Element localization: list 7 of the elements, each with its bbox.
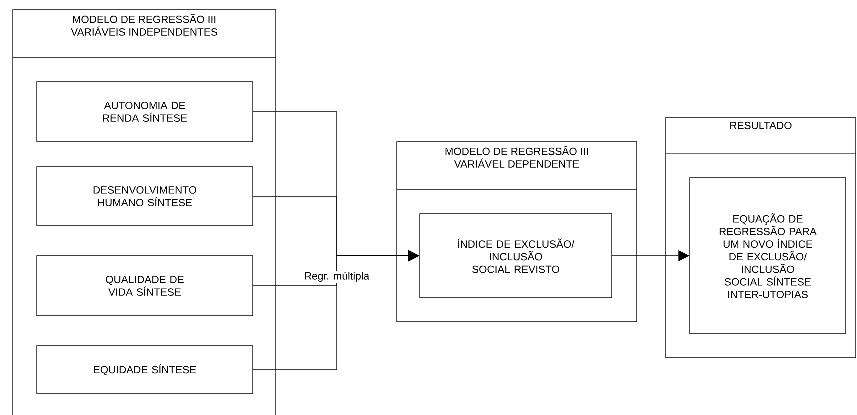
annotation-label: Regr. múltipla — [303, 271, 371, 283]
process-box: EQUIDADE SÍNTESE — [36, 346, 254, 394]
process-box: ÍNDICE DE EXCLUSÃO/ INCLUSÃO SOCIAL REVISTO — [420, 214, 612, 298]
process-box: DESENVOLVIMENTO HUMANO SÍNTESE — [36, 166, 254, 226]
process-box: AUTONOMIA DE RENDA SÍNTESE — [36, 82, 254, 142]
process-box: EQUAÇÃO DE REGRESSÃO PARA UM NOVO ÍNDICE DE EXCLUSÃO/ INCLUSÃO SOCIAL SÍNTESE INTER-UTOPIAS — [690, 178, 846, 334]
process-box: QUALIDADE DE VIDA SÍNTESE — [36, 256, 254, 316]
